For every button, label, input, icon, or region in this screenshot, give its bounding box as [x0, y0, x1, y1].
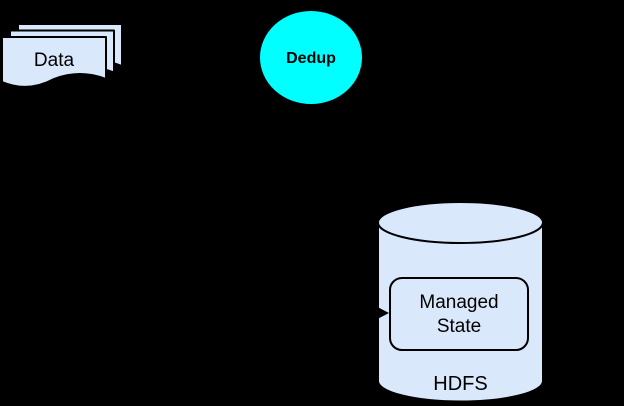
managed-state-label-line1: Managed: [419, 292, 498, 313]
edges-layer: [122, 56, 378, 314]
dedup-circle: [258, 9, 364, 106]
edge-dedup-to-managed-state: [323, 102, 378, 314]
arrowhead-icon: [376, 306, 389, 320]
data-document-front: [1, 36, 107, 88]
hdfs-label: HDFS: [433, 373, 487, 395]
managed-state-node: Managed State: [376, 277, 529, 351]
managed-state-label-line2: State: [437, 316, 481, 337]
managed-state-box: [389, 277, 529, 351]
dedup-node: Dedup: [258, 9, 364, 106]
data-label: Data: [34, 50, 75, 71]
dedup-label: Dedup: [286, 50, 336, 67]
hdfs-cylinder-top: [377, 201, 544, 244]
data-node: Data: [1, 23, 123, 88]
